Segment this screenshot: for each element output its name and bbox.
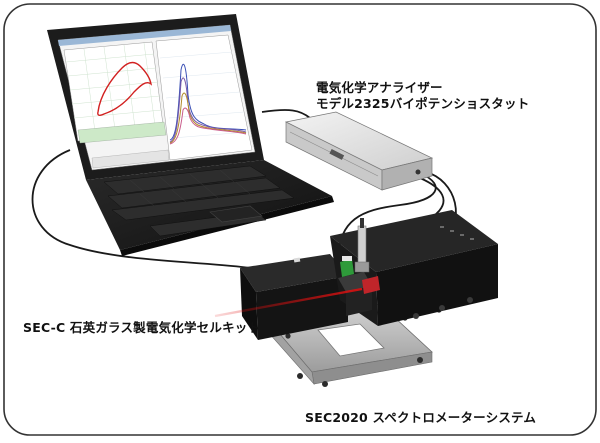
light-beam	[214, 287, 363, 318]
system-label: SEC2020 スペクトロメーターシステム	[305, 410, 537, 425]
analyzer-label-line1: 電気化学アナライザー	[316, 80, 443, 95]
laptop-icon	[47, 14, 334, 256]
outer-frame	[3, 3, 597, 436]
potentiostat-box-icon	[284, 111, 434, 191]
cell-kit-label: SEC-C 石英ガラス製電気化学セルキット	[23, 320, 261, 335]
electrode-icon	[354, 218, 370, 273]
spectrometer-icon	[240, 210, 498, 387]
analyzer-label-line2: モデル2325バイポテンショスタット	[316, 96, 530, 111]
